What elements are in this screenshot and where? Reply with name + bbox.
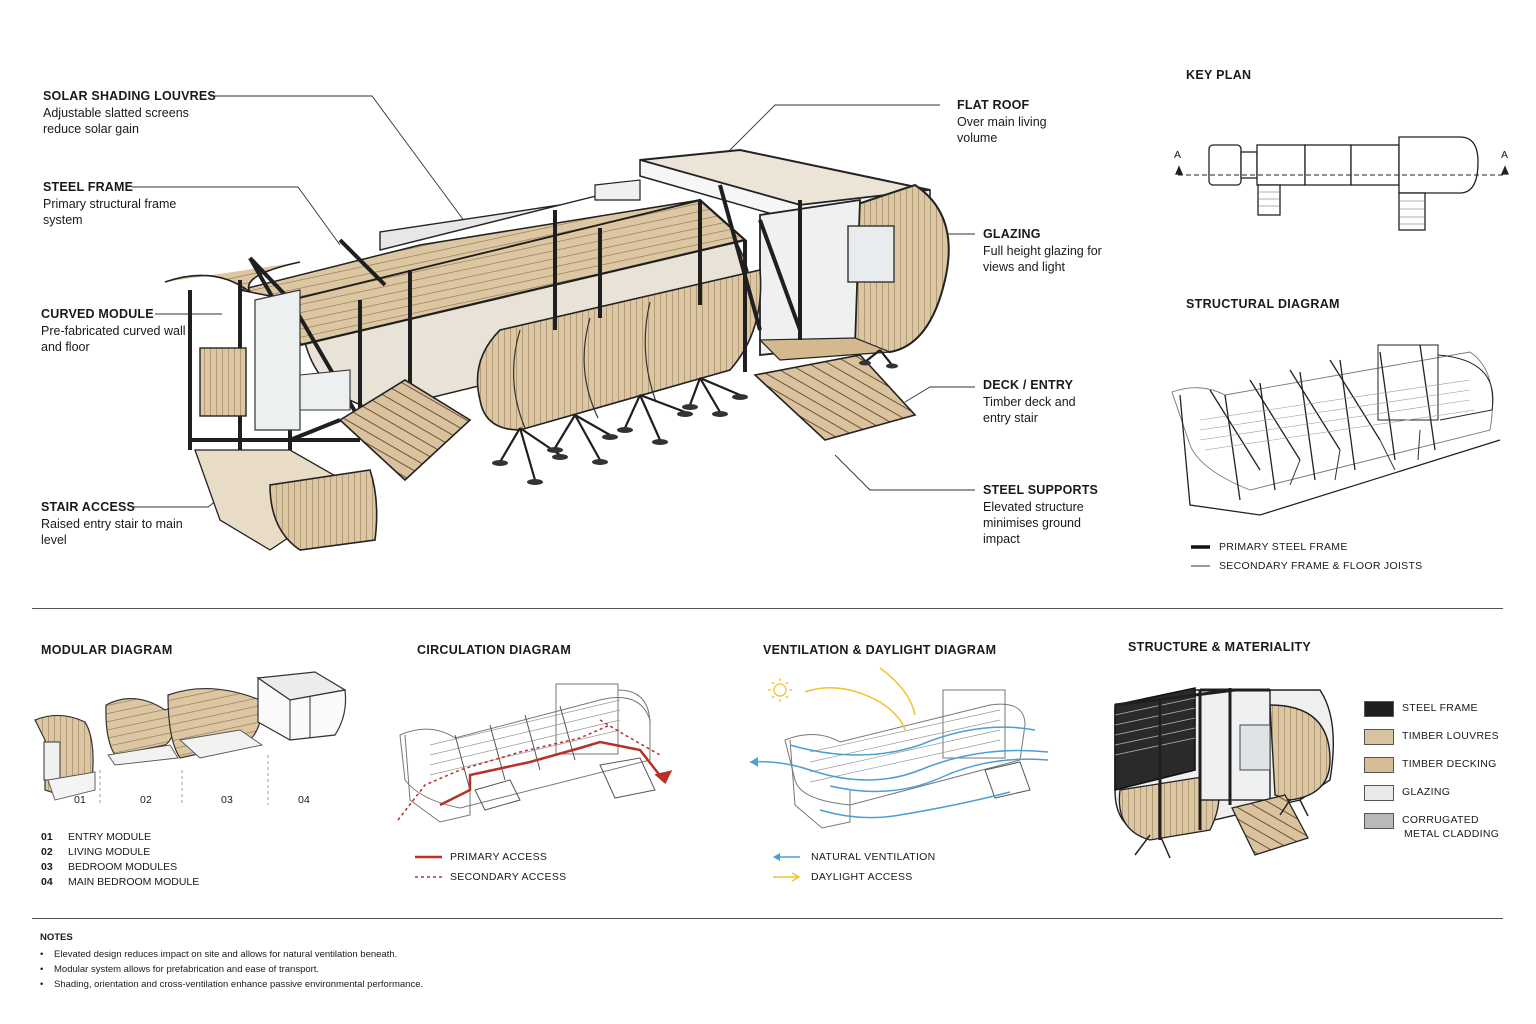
primary-access-path xyxy=(439,740,673,807)
section-mark-right: A xyxy=(1501,149,1509,161)
materiality-title: STRUCTURE & MATERIALITY xyxy=(1128,640,1312,654)
callout-title: STAIR ACCESS xyxy=(41,500,136,514)
legend-metal-cladding: METAL CLADDING xyxy=(1404,828,1500,840)
legend-primary-steel-frame: PRIMARY STEEL FRAME xyxy=(1219,541,1348,553)
louvred-canopy xyxy=(164,179,748,347)
callout-steel-supports: STEEL SUPPORTS Elevated structure minimi… xyxy=(983,483,1103,547)
ventilation-arrows xyxy=(749,726,1049,819)
callout-stair-access: STAIR ACCESS Raised entry stair to main … xyxy=(41,500,191,548)
modular-diagram-title: MODULAR DIAGRAM xyxy=(41,643,173,657)
swatch-steel-frame xyxy=(1364,701,1394,717)
circulation-diagram-title: CIRCULATION DIAGRAM xyxy=(417,643,572,657)
module-label: ENTRY MODULE xyxy=(68,830,152,843)
callout-title: STEEL SUPPORTS xyxy=(983,483,1099,497)
module-label: LIVING MODULE xyxy=(68,845,151,858)
module-num: 03 xyxy=(41,860,53,873)
notes-title: NOTES xyxy=(40,932,73,943)
legend-timber-decking: TIMBER DECKING xyxy=(1402,758,1497,770)
module-list: 01 ENTRY MODULE 02 LIVING MODULE 03 BEDROOM… xyxy=(41,829,199,889)
callout-desc: Primary structural frame system xyxy=(43,197,177,227)
list-item: 04 MAIN BEDROOM MODULE xyxy=(41,874,199,889)
callout-title: DECK / ENTRY xyxy=(983,378,1074,392)
sun-icon xyxy=(768,678,792,702)
key-plan-drawing xyxy=(1175,136,1509,231)
divider-bottom xyxy=(32,918,1503,919)
legend-daylight-access: DAYLIGHT ACCESS xyxy=(811,871,913,883)
list-item: 03 BEDROOM MODULES xyxy=(41,859,199,874)
callout-curved-module: CURVED MODULE Pre-fabricated curved wall… xyxy=(41,307,191,355)
callout-title: STEEL FRAME xyxy=(43,180,134,194)
callout-desc: Adjustable slatted screens reduce solar … xyxy=(43,106,189,136)
structural-diagram-title: STRUCTURAL DIAGRAM xyxy=(1186,297,1340,311)
module-number: 02 xyxy=(140,794,153,806)
legend-steel-frame: STEEL FRAME xyxy=(1402,702,1478,714)
legend-secondary-access: SECONDARY ACCESS xyxy=(450,871,567,883)
swatch-timber-decking xyxy=(1364,757,1394,773)
callout-steel-frame: STEEL FRAME Primary structural frame sys… xyxy=(43,180,193,228)
legend-ventilation-arrow xyxy=(773,853,800,861)
module-number: 03 xyxy=(221,794,234,806)
steel-supports xyxy=(499,349,893,481)
entry-module xyxy=(194,289,378,551)
swatch-corrugated-cladding xyxy=(1364,813,1394,829)
legend-glazing: GLAZING xyxy=(1402,786,1451,798)
callout-title: FLAT ROOF xyxy=(957,98,1030,112)
legend-daylight-arrow xyxy=(773,872,801,882)
callout-desc: Full height glazing for views and light xyxy=(983,244,1102,274)
materiality-drawing xyxy=(1114,687,1334,859)
note-text: Modular system allows for prefabrication… xyxy=(54,964,320,975)
legend-secondary-frame: SECONDARY FRAME & FLOOR JOISTS xyxy=(1219,560,1423,572)
legend-timber-louvres: TIMBER LOUVRES xyxy=(1402,730,1499,742)
callout-solar-shading: SOLAR SHADING LOUVRES Adjustable slatted… xyxy=(43,89,216,137)
support-feet xyxy=(492,360,898,485)
modular-diagram-drawing xyxy=(34,671,347,805)
list-item: 01 ENTRY MODULE xyxy=(41,829,199,844)
module-label: MAIN BEDROOM MODULE xyxy=(68,875,200,888)
callout-desc: Pre-fabricated curved wall and floor xyxy=(41,324,186,354)
callout-deck-entry: DECK / ENTRY Timber deck and entry stair xyxy=(983,378,1098,426)
module-num: 02 xyxy=(41,845,53,858)
secondary-access-path xyxy=(397,719,661,821)
legend-natural-ventilation: NATURAL VENTILATION xyxy=(811,851,936,863)
module-num: 01 xyxy=(41,830,53,843)
callout-desc: Timber deck and entry stair xyxy=(983,395,1076,425)
notes-section: NOTES •Elevated design reduces impact on… xyxy=(40,932,423,992)
ventilation-diagram-title: VENTILATION & DAYLIGHT DIAGRAM xyxy=(763,643,997,657)
module-label: BEDROOM MODULES xyxy=(68,860,178,873)
list-item: •Modular system allows for prefabricatio… xyxy=(40,964,320,975)
ventilation-diagram-drawing xyxy=(784,689,1031,829)
legend-primary-access: PRIMARY ACCESS xyxy=(450,851,548,863)
callout-title: CURVED MODULE xyxy=(41,307,154,321)
key-plan-title: KEY PLAN xyxy=(1186,68,1252,82)
callout-title: SOLAR SHADING LOUVRES xyxy=(43,89,216,103)
module-number: 04 xyxy=(298,794,311,806)
note-text: Elevated design reduces impact on site a… xyxy=(54,949,398,960)
swatch-timber-louvres xyxy=(1364,729,1394,745)
callout-desc: Elevated structure minimises ground impa… xyxy=(983,500,1084,546)
module-number: 01 xyxy=(74,794,87,806)
structural-diagram-drawing xyxy=(1171,344,1501,516)
daylight-arrows xyxy=(804,667,916,731)
section-mark-left: A xyxy=(1174,149,1182,161)
module-num: 04 xyxy=(41,875,53,888)
callout-flat-roof: FLAT ROOF Over main living volume xyxy=(957,98,1067,146)
divider-top xyxy=(32,608,1503,609)
circulation-diagram-drawing xyxy=(399,683,656,823)
end-curved-module xyxy=(758,183,950,361)
note-text: Shading, orientation and cross-ventilati… xyxy=(54,979,424,990)
legend-corrugated: CORRUGATED xyxy=(1402,814,1479,826)
stairs xyxy=(338,354,917,482)
callout-desc: Raised entry stair to main level xyxy=(41,517,183,547)
list-item: •Elevated design reduces impact on site … xyxy=(40,949,398,960)
list-item: 02 LIVING MODULE xyxy=(41,844,199,859)
callout-title: GLAZING xyxy=(983,227,1041,241)
swatch-glazing xyxy=(1364,785,1394,801)
callout-desc: Over main living volume xyxy=(957,115,1047,145)
list-item: •Shading, orientation and cross-ventilat… xyxy=(40,979,424,990)
callout-glazing: GLAZING Full height glazing for views an… xyxy=(983,227,1103,275)
